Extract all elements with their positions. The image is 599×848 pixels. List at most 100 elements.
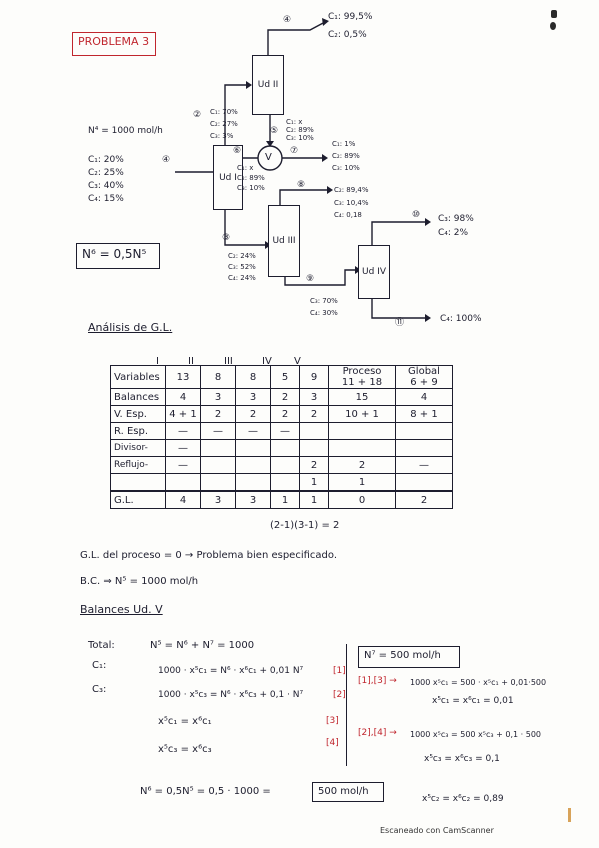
s9-c1: C₃: 70%: [310, 297, 338, 305]
table-cell: Variables: [110, 365, 166, 389]
ratio-box: [76, 243, 160, 269]
feed-c4: C₄: 15%: [88, 194, 124, 204]
feed-flow: N⁴ = 1000 mol/h: [88, 126, 163, 136]
table-cell-process-vars: 11 + 18: [341, 377, 383, 388]
balances-heading: Balances Ud. V: [80, 603, 163, 616]
stream-3-label: ③: [222, 233, 231, 243]
table-cell: 8: [200, 365, 236, 389]
table-cell: 2: [299, 405, 329, 423]
table-cell: [270, 456, 300, 474]
c3-label: C₃:: [92, 684, 107, 695]
eq4-tag: [4]: [326, 738, 339, 748]
table-cell: Balances: [110, 388, 166, 406]
s10-c2: C₄: 2%: [438, 228, 469, 238]
table-cell: [270, 473, 300, 492]
c1-tag: [1]: [333, 666, 346, 676]
s5-c2: C₂: 89%: [286, 126, 314, 134]
total-label: Total:: [88, 640, 115, 651]
table-cell: [328, 422, 396, 440]
table-cell: [235, 473, 271, 492]
col-title-1: I: [156, 356, 159, 367]
stream-10-line: [371, 221, 428, 245]
stream-9-line: [284, 269, 358, 286]
table-cell: [395, 439, 453, 457]
s2-c1: C₁: 70%: [210, 108, 238, 116]
table-cell: 5: [270, 365, 300, 389]
stream-11-label: ⑪: [395, 318, 405, 328]
s6-c3: C₃: 10%: [237, 184, 265, 192]
table-cell: 2: [200, 405, 236, 423]
c1-eq: 1000 · x⁵c₁ = N⁶ · x⁶c₁ + 0,01 N⁷: [158, 666, 304, 676]
scanner-footer: Escaneado con CamScanner: [380, 826, 494, 835]
stream-5-label: ⑤: [270, 126, 279, 136]
s3-c3: C₄: 24%: [228, 274, 256, 282]
stream-3-line: [224, 210, 268, 246]
n7-box: [358, 646, 460, 668]
n6-result: 500 mol/h: [318, 786, 369, 797]
eq4: x⁵c₃ = x⁶c₃: [158, 744, 212, 755]
stream-10-label: ⑩: [412, 210, 421, 220]
table-cell: [395, 422, 453, 440]
stream-2-line: [224, 84, 248, 145]
table-cell: 8: [235, 365, 271, 389]
s2-c3: C₃: 3%: [210, 132, 234, 140]
stream-8-label: ⑧: [297, 180, 306, 190]
stream-4-label: ④: [283, 15, 292, 25]
s6-c2: C₂: 89%: [237, 174, 265, 182]
r1-eq: 1000 x⁵c₁ = 500 · x⁵c₁ + 0,01·500: [410, 678, 547, 687]
table-cell: [235, 439, 271, 457]
unit-v-label: V: [265, 152, 272, 163]
table-cell: 4: [395, 388, 453, 406]
table-cell: Divisor-: [110, 439, 166, 457]
table-cell: —: [165, 456, 201, 474]
table-cell-global-vars: 6 + 9: [410, 377, 438, 388]
s7-c1: C₁: 1%: [332, 140, 356, 148]
table-cell: 13: [165, 365, 201, 389]
table-cell: R. Esp.: [110, 422, 166, 440]
r2-ref: [2],[4] →: [358, 728, 397, 738]
table-row: V. Esp. 4 + 1 2 2 2 2 10 + 1 8 + 1: [110, 405, 453, 423]
bc-line: B.C. ⇒ N⁵ = 1000 mol/h: [80, 576, 199, 587]
table-cell: V. Esp.: [110, 405, 166, 423]
stream-11-line: [371, 295, 428, 319]
s8-c1: C₂: 89,4%: [334, 186, 369, 194]
table-cell: 1: [328, 473, 396, 492]
table-cell: 1: [299, 490, 329, 509]
table-cell: [110, 473, 166, 492]
table-cell: [235, 456, 271, 474]
table-cell: 1: [270, 490, 300, 509]
unit-2: Ud II: [252, 55, 284, 115]
table-cell: [395, 473, 453, 492]
analysis-heading: Análisis de G.L.: [88, 321, 173, 334]
s2-c2: C₂: 27%: [210, 120, 238, 128]
s10-c1: C₃: 98%: [438, 214, 474, 224]
col-title-5: V: [294, 356, 301, 367]
unit-4: Ud IV: [358, 245, 390, 299]
table-cell: 3: [200, 490, 236, 509]
table-cell: —: [165, 439, 201, 457]
n6-eq: N⁶ = 0,5N⁵ = 0,5 · 1000 =: [140, 786, 271, 797]
equation-bracket: [346, 644, 347, 766]
stream-8-line: [279, 189, 330, 205]
table-cell: 4: [165, 490, 201, 509]
s5-c3: C₃: 10%: [286, 134, 314, 142]
table-cell: 2: [299, 456, 329, 474]
table-cell: 8 + 1: [395, 405, 453, 423]
table-cell: 10 + 1: [328, 405, 396, 423]
table-cell: [165, 473, 201, 492]
table-cell: Reflujo-: [110, 456, 166, 474]
s4-c2: C₂: 0,5%: [328, 30, 367, 40]
ratio-text: N⁶ = 0,5N⁵: [82, 247, 147, 261]
table-cell: 4 + 1: [165, 405, 201, 423]
c1-label: C₁:: [92, 660, 107, 671]
table-cell: —: [395, 456, 453, 474]
table-cell: 2: [395, 490, 453, 509]
page-title: PROBLEMA 3: [78, 35, 150, 48]
c3-tag: [2]: [333, 690, 346, 700]
s6-c1: C₁: x: [237, 164, 254, 172]
table-cell: 15: [328, 388, 396, 406]
n7-text: N⁷ = 500 mol/h: [364, 650, 441, 661]
